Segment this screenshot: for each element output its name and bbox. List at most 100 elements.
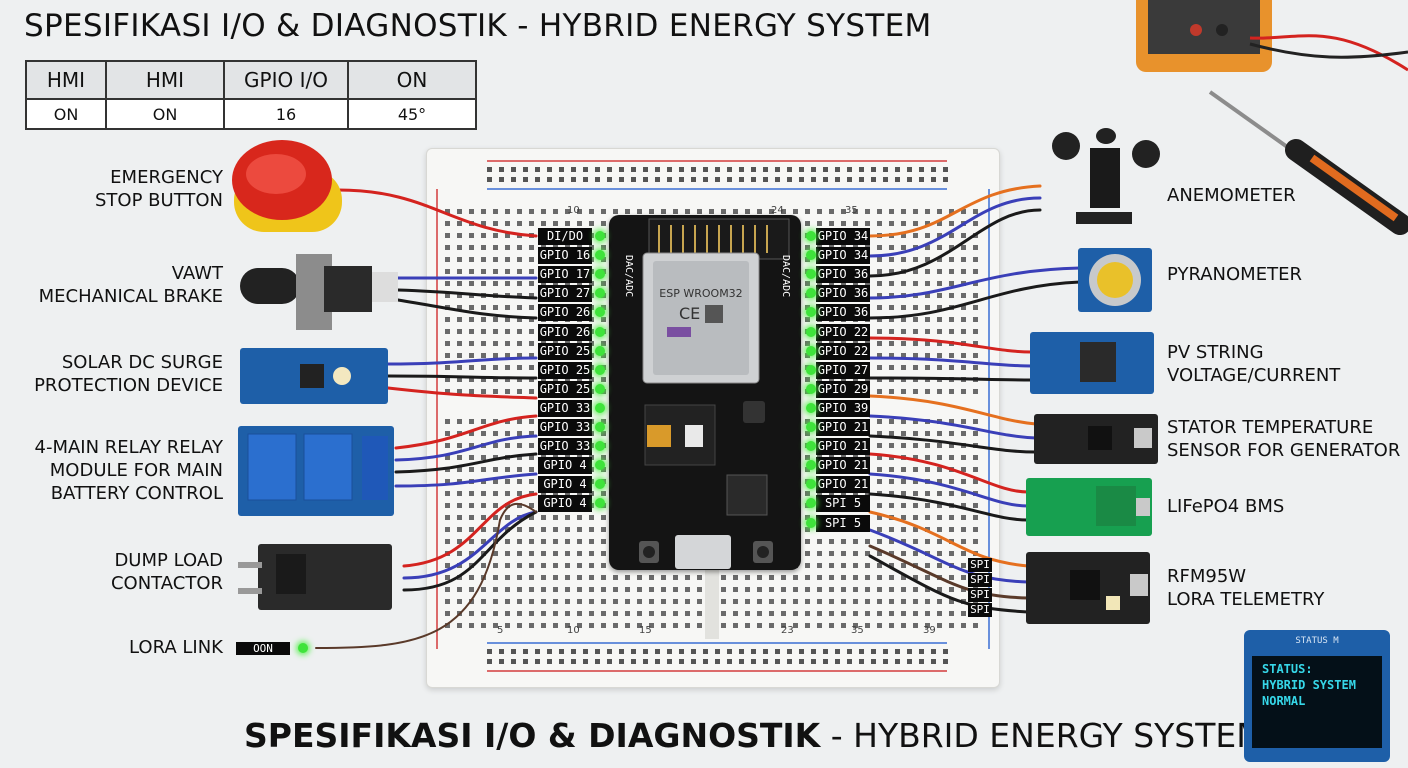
spec-header-2: HMI <box>105 60 225 100</box>
right-pin-label: SPI 5 <box>816 514 870 532</box>
pin-status-led <box>806 307 816 318</box>
breadboard-col-number: 15 <box>639 625 652 636</box>
pin-status-led <box>806 364 816 375</box>
oled-line-3: NORMAL <box>1262 694 1306 708</box>
pin-status-led <box>806 345 816 356</box>
pin-status-led <box>806 326 816 337</box>
spec-header-4: ON <box>347 60 477 100</box>
wire <box>402 510 538 592</box>
oled-status-display: STATUS M STATUS: HYBRID SYSTEM NORMAL <box>1244 630 1390 762</box>
pin-status-led <box>595 231 605 241</box>
pin-status-led <box>595 383 605 394</box>
right-pin-label: GPIO 34 <box>816 228 870 245</box>
pin-status-led <box>806 269 816 280</box>
right-pin-label: GPIO 34 <box>816 247 870 265</box>
pin-status-led <box>595 422 605 432</box>
label-anemometer: ANEMOMETER <box>1167 185 1296 206</box>
right-pin-label: GPIO 36 <box>816 266 870 284</box>
left-pin-label: GPIO 17 <box>538 266 592 284</box>
spec-cell-2: ON <box>105 98 225 130</box>
right-pin-label: SPI 5 <box>816 495 870 513</box>
vawt-brake-solenoid <box>240 254 398 330</box>
wire <box>868 492 1030 522</box>
left-pin-label: GPIO 25 <box>538 342 592 360</box>
wire <box>868 280 1082 320</box>
spec-cell-4: 45° <box>347 98 477 130</box>
pin-status-led <box>806 383 816 394</box>
wire <box>868 544 1030 600</box>
wire <box>868 336 1034 354</box>
pin-status-led <box>595 402 605 413</box>
pin-status-led <box>806 517 816 528</box>
label-pyranometer: PYRANOMETER <box>1167 264 1302 285</box>
esp-left-header-text: DAC/ADC <box>623 255 634 297</box>
wire <box>868 184 1042 238</box>
wire <box>386 386 538 400</box>
pin-status-led <box>806 422 816 432</box>
left-pin-label: GPIO 33 <box>538 399 592 417</box>
spec-table-header-row: HMI HMI GPIO I/O ON <box>25 60 477 100</box>
right-pin-label: GPIO 22 <box>816 342 870 360</box>
pin-status-led <box>595 460 605 471</box>
esp32-graphic: ESP WROOM32 CE DAC/ADC DAC/ADC <box>623 218 791 569</box>
left-pin-label: GPIO 25 <box>538 380 592 398</box>
pin-status-led <box>595 326 605 337</box>
right-pin-label: GPIO 21 <box>816 457 870 475</box>
lifepo4-bms <box>1026 478 1152 536</box>
emergency-stop-button[interactable] <box>228 136 348 240</box>
wire <box>394 452 538 474</box>
pin-status-led <box>595 269 605 280</box>
right-pin-label: GPIO 27 <box>816 361 870 379</box>
right-pin-label: GPIO 29 <box>816 380 870 398</box>
right-pin-label: GPIO 36 <box>816 304 870 322</box>
pin-status-led <box>806 250 816 261</box>
pin-status-led <box>806 441 816 452</box>
left-pin-label: DI/DO <box>538 228 592 245</box>
wire <box>868 376 1034 382</box>
pin-status-led <box>806 479 816 490</box>
pyranometer <box>1078 248 1152 312</box>
dump-load-contactor <box>238 544 392 610</box>
left-pin-label: GPIO 4 <box>538 495 592 513</box>
pv-string-sensor <box>1030 332 1154 394</box>
right-pin-label: GPIO 39 <box>816 399 870 417</box>
breadboard-col-number: 10 <box>567 625 580 636</box>
wire <box>868 472 1030 508</box>
spi-tag: SPI <box>968 573 992 587</box>
wire <box>402 492 538 568</box>
right-pin-label: GPIO 21 <box>816 438 870 456</box>
right-pin-label: GPIO 21 <box>816 419 870 436</box>
breadboard-col-number: 35 <box>851 625 864 636</box>
wire <box>868 394 1038 426</box>
left-pin-label: GPIO 4 <box>538 457 592 475</box>
left-pin-label: GPIO 33 <box>538 419 592 436</box>
pin-status-led <box>595 345 605 356</box>
pin-status-led <box>806 231 816 241</box>
spec-header-3: GPIO I/O <box>223 60 349 100</box>
label-lora-link: LORA LINK <box>129 637 223 658</box>
spi-tag: SPI <box>968 603 992 617</box>
oled-line-2: HYBRID SYSTEM <box>1262 678 1356 692</box>
pin-status-led <box>806 460 816 471</box>
spec-table: HMI HMI GPIO I/O ON ON ON 16 45° <box>25 60 477 130</box>
footer-title: SPESIFIKASI I/O & DIAGNOSTIK - HYBRID EN… <box>244 716 1265 755</box>
breadboard-col-number: 5 <box>497 625 503 636</box>
wire <box>386 356 538 366</box>
left-pin-label: GPIO 25 <box>538 361 592 379</box>
pin-status-led <box>595 250 605 261</box>
wire <box>394 472 538 488</box>
oled-line-1: STATUS: <box>1262 662 1313 676</box>
spi-tag: SPI <box>968 588 992 602</box>
spi-tag: SPI <box>968 558 992 572</box>
pin-status-led <box>595 288 605 299</box>
esp32-devkit: ESP WROOM32 CE DAC/ADC DAC/ADC <box>609 215 801 570</box>
spec-header-1: HMI <box>25 60 107 100</box>
breadboard-col-number: 23 <box>781 625 794 636</box>
footer-title-rest: - HYBRID ENERGY SYSTEM <box>820 716 1265 755</box>
